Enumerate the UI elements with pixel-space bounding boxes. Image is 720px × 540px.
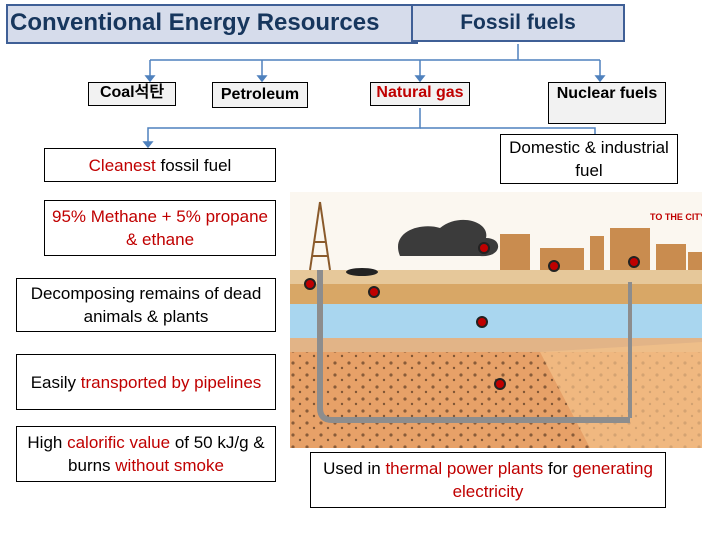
gas-extraction-illustration: TO THE CITY	[290, 192, 702, 448]
fact-cleanest: Cleanest fossil fuel	[44, 148, 276, 182]
drilling-rig	[309, 201, 331, 271]
fact-transport-highlight: transported by pipelines	[80, 372, 262, 392]
fact-calorific: High calorific value of 50 kJ/g & burns …	[16, 426, 276, 482]
smoke-plume	[398, 219, 499, 257]
fact-transport-text: Easily	[30, 372, 81, 392]
fact-calorific-pre: High	[27, 433, 68, 452]
category-natural-gas: Natural gas	[370, 82, 470, 106]
fact-usage-highlight-2: generating electricity	[452, 459, 653, 501]
gas-pipeline	[317, 270, 630, 423]
category-coal: Coal석탄	[88, 82, 176, 106]
page-title: Conventional Energy Resources	[10, 9, 380, 36]
fact-decomposing-text: Decomposing remains of dead animals & pl…	[30, 284, 262, 326]
soil-layer	[290, 284, 702, 304]
fact-usage-pre: Used in	[323, 459, 386, 478]
gas-reservoir-layer	[290, 304, 702, 338]
connector-gas-to-facts	[147, 108, 421, 142]
category-petroleum: Petroleum	[212, 82, 308, 108]
fact-usage: Used in thermal power plants for generat…	[310, 452, 666, 508]
fossil-fuels-box: Fossil fuels	[411, 4, 625, 42]
fact-usage-highlight: thermal power plants	[385, 459, 544, 478]
fact-cleanest-highlight: Cleanest	[88, 155, 156, 175]
fact-calorific-highlight: calorific value	[67, 433, 171, 452]
category-nuclear: Nuclear fuels	[548, 82, 666, 124]
fact-domestic: Domestic & industrial fuel	[500, 134, 678, 184]
fact-methane: 95% Methane + 5% propane & ethane	[44, 200, 276, 256]
fact-decomposing: Decomposing remains of dead animals & pl…	[16, 278, 276, 332]
fact-transport: Easily transported by pipelines	[16, 354, 276, 410]
fact-calorific-highlight-2: without smoke	[115, 456, 224, 475]
fact-calorific-mid: of 50 kJ/g & burns	[68, 433, 265, 475]
title-box	[6, 4, 418, 44]
hotspot-markers	[304, 242, 640, 390]
waste-pit	[346, 268, 378, 276]
city-sign: TO THE CITY	[650, 212, 702, 222]
fact-usage-mid: for	[543, 459, 573, 478]
connector-gas-to-domestic	[420, 127, 596, 134]
fact-cleanest-text: fossil fuel	[155, 155, 232, 175]
topsoil	[290, 270, 702, 284]
